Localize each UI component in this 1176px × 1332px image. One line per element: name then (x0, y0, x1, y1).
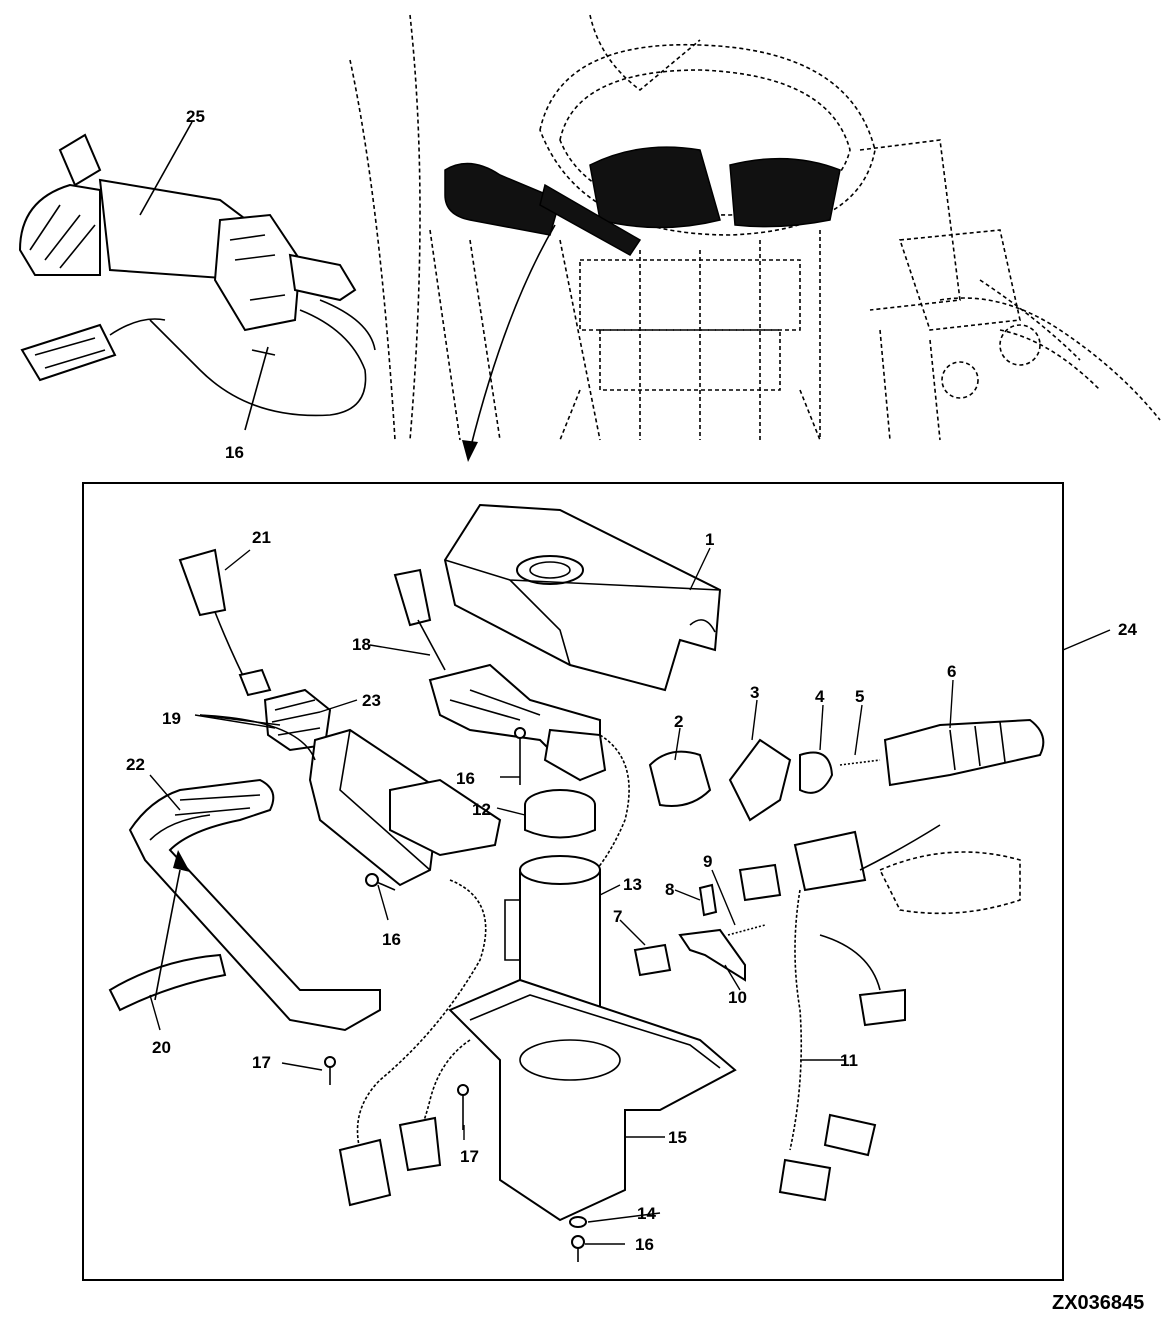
callout-24: 24 (1118, 620, 1137, 639)
callout-16a: 16 (456, 769, 475, 788)
part-22-gate-plate (128, 778, 381, 1032)
callout-25: 25 (186, 107, 205, 126)
part-5-spring (839, 759, 881, 766)
harness-cable-19 (356, 879, 487, 1151)
callout-5: 5 (855, 687, 864, 706)
callout-12: 12 (472, 800, 491, 819)
part-21-lever (178, 548, 272, 697)
part-6-knob (883, 718, 1045, 787)
callout-13: 13 (623, 875, 642, 894)
part-2-switch (648, 750, 712, 807)
callout-9: 9 (703, 852, 712, 871)
callout-10: 10 (728, 988, 747, 1007)
part-3-cam (728, 738, 792, 822)
callout-11: 11 (840, 1051, 858, 1070)
part-4-washer (799, 751, 834, 794)
callout-18: 18 (352, 635, 371, 654)
callout-21: 21 (252, 528, 271, 547)
inset-switch-assembly (18, 121, 376, 431)
fasteners (324, 727, 587, 1262)
part-11-harness-relay (738, 824, 1021, 1202)
tractor-cab-dashed-view (349, 14, 1161, 441)
part-9-spring (727, 924, 766, 936)
callout-15: 15 (668, 1128, 687, 1147)
part-12-bushing (524, 789, 596, 839)
callout-23: 23 (362, 691, 381, 710)
part-7-clip (633, 943, 672, 977)
part-10-detent-plate (678, 928, 746, 982)
callout-16b: 16 (382, 930, 401, 949)
part-1-upper-shroud (443, 503, 722, 692)
callout-1: 1 (705, 530, 714, 549)
callout-3: 3 (750, 683, 759, 702)
part-20-decal (108, 850, 227, 1012)
part-8-pin (698, 883, 718, 917)
callout-19: 19 (162, 709, 181, 728)
pointer-arrow (462, 224, 556, 462)
part-19-switch-body (199, 714, 502, 887)
figure-id: ZX036845 (1052, 1292, 1144, 1314)
callout-20: 20 (152, 1038, 171, 1057)
callout-16-inset: 16 (225, 443, 244, 462)
callout-8: 8 (665, 880, 674, 899)
callout-14: 14 (637, 1204, 656, 1223)
part-23-boot (263, 688, 332, 752)
callout-7: 7 (613, 907, 622, 926)
callout-17a: 17 (252, 1053, 271, 1072)
leader-lines (149, 547, 1111, 1245)
callout-17b: 17 (460, 1147, 479, 1166)
callout-labels: 1 2 3 4 5 6 7 8 9 10 11 12 13 14 15 16 1… (126, 107, 1137, 1254)
callout-6: 6 (947, 662, 956, 681)
callout-16c: 16 (635, 1235, 654, 1254)
callout-4: 4 (815, 687, 825, 706)
callout-22: 22 (126, 755, 145, 774)
part-15-base-housing (448, 978, 737, 1222)
connector-left-2 (398, 1116, 442, 1172)
exploded-view-frame (82, 482, 1064, 1281)
part-18-lever-switch (393, 568, 607, 782)
callout-2: 2 (674, 712, 683, 731)
connector-left-1 (338, 1138, 392, 1207)
